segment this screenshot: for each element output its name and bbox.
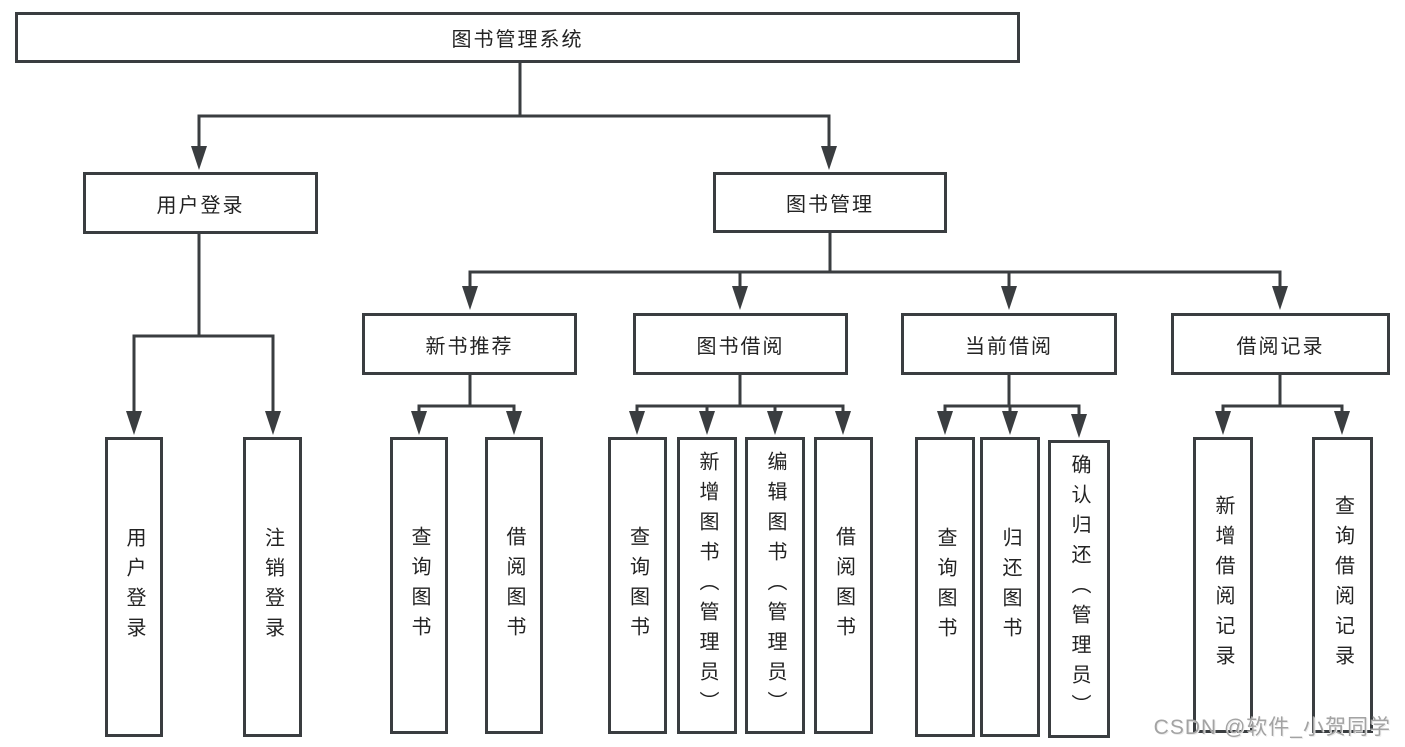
node-borrowing-query-book: 查询图书	[608, 437, 667, 734]
node-records-add-record: 新增借阅记录	[1193, 437, 1253, 733]
node-new-book-recommend: 新书推荐	[362, 313, 577, 375]
node-current-confirm-return-admin: 确认归还（管理员）	[1048, 440, 1110, 738]
node-borrowing-add-book-admin: 新增图书（管理员）	[677, 437, 737, 734]
node-user-login-action: 用户登录	[105, 437, 163, 737]
node-recommend-borrow-book: 借阅图书	[485, 437, 543, 734]
node-book-management: 图书管理	[713, 172, 947, 233]
node-recommend-query-book: 查询图书	[390, 437, 448, 734]
node-records-query-record: 查询借阅记录	[1312, 437, 1373, 733]
node-book-borrowing: 图书借阅	[633, 313, 848, 375]
csdn-watermark: CSDN @软件_小贺同学	[1153, 716, 1391, 739]
node-borrowing-edit-book-admin: 编辑图书（管理员）	[745, 437, 805, 734]
node-library-system: 图书管理系统	[15, 12, 1020, 63]
node-current-query-book: 查询图书	[915, 437, 975, 737]
node-borrowing-borrow-book: 借阅图书	[814, 437, 873, 734]
node-user-login: 用户登录	[83, 172, 318, 234]
node-borrowing-records: 借阅记录	[1171, 313, 1390, 375]
node-current-return-book: 归还图书	[980, 437, 1040, 737]
node-logout-action: 注销登录	[243, 437, 302, 737]
node-current-borrowing: 当前借阅	[901, 313, 1117, 375]
